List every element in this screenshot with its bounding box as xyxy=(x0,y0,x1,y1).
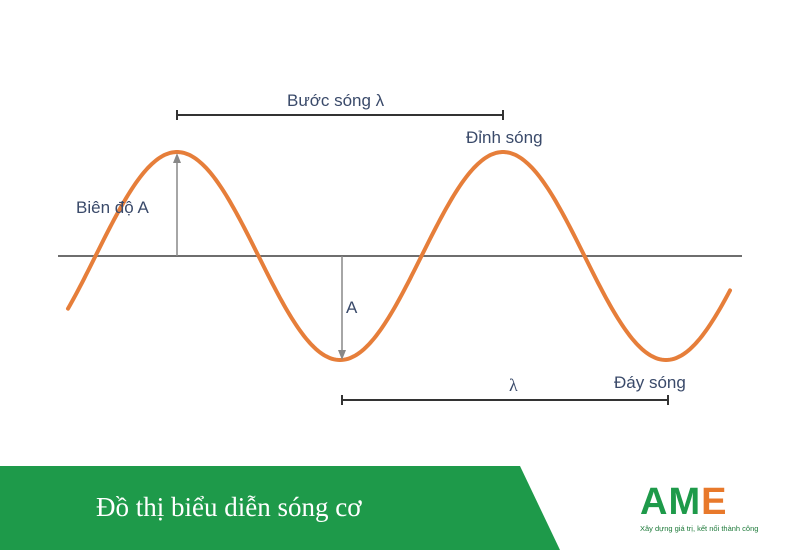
footer-banner: Đồ thị biểu diễn sóng cơ AME Xây dựng gi… xyxy=(0,466,800,550)
amplitude-left-label: Biên độ A xyxy=(76,198,149,217)
wave-diagram: Bước sóng λ Đỉnh sóng Biên độ A A λ Đáy … xyxy=(58,91,742,405)
logo-tagline: Xây dựng giá trị, kết nối thành công xyxy=(640,524,759,533)
sine-wave xyxy=(66,150,732,363)
trough-label: Đáy sóng xyxy=(614,373,686,392)
amplitude-mid-label: A xyxy=(346,298,358,317)
wavelength-top-bar xyxy=(176,110,504,120)
wavelength-bottom-label: λ xyxy=(509,375,518,395)
wavelength-bottom-bar xyxy=(341,395,669,405)
banner-green-band: Đồ thị biểu diễn sóng cơ xyxy=(0,466,560,550)
logo-wordmark: AME xyxy=(640,481,728,523)
amplitude-left-arrow xyxy=(173,153,181,256)
crest-label: Đỉnh sóng xyxy=(466,128,543,147)
wavelength-top-label: Bước sóng λ xyxy=(287,91,385,110)
amplitude-mid-arrow xyxy=(338,256,346,360)
ame-logo: AME Xây dựng giá trị, kết nối thành công xyxy=(640,482,770,542)
banner-title: Đồ thị biểu diễn sóng cơ xyxy=(96,492,362,522)
